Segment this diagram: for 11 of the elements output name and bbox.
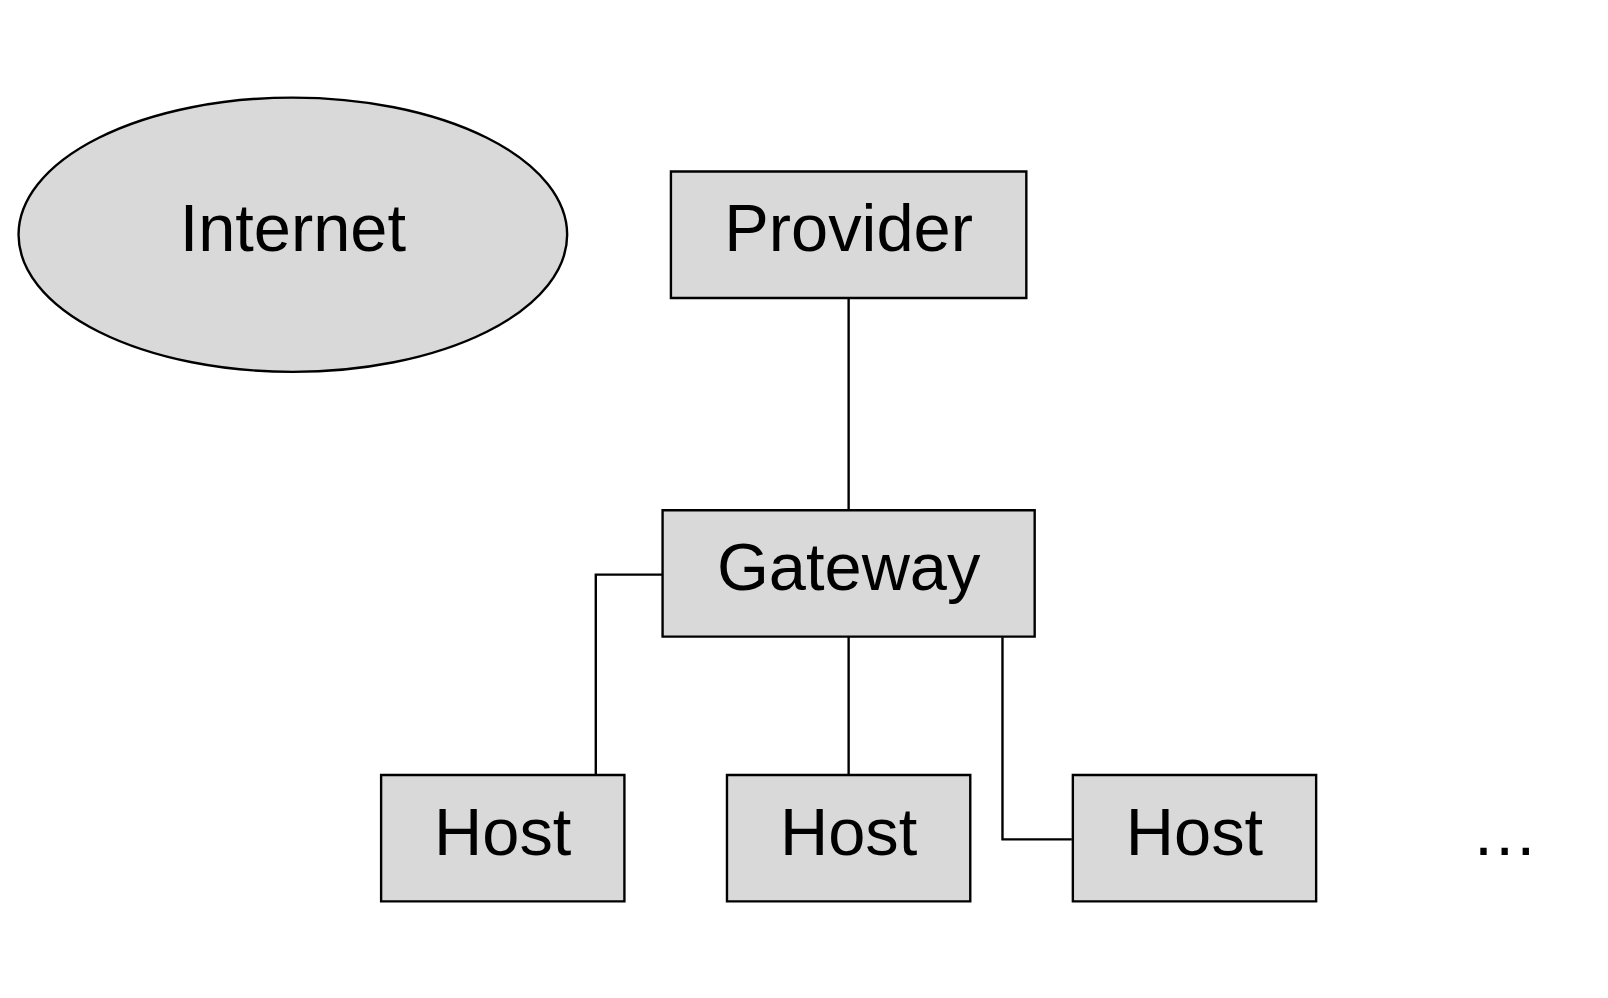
node-box: Provider (669, 169, 1028, 299)
node-box: Host (725, 773, 971, 903)
label: … (1470, 794, 1538, 869)
node-ellipse: Internet (16, 95, 568, 373)
node-box: Gateway (660, 508, 1036, 638)
connector (846, 297, 850, 510)
connector (846, 636, 850, 774)
connector (1000, 636, 1072, 841)
connector (594, 572, 662, 774)
node-box: Host (1071, 773, 1317, 903)
node-box: Host (379, 773, 626, 903)
